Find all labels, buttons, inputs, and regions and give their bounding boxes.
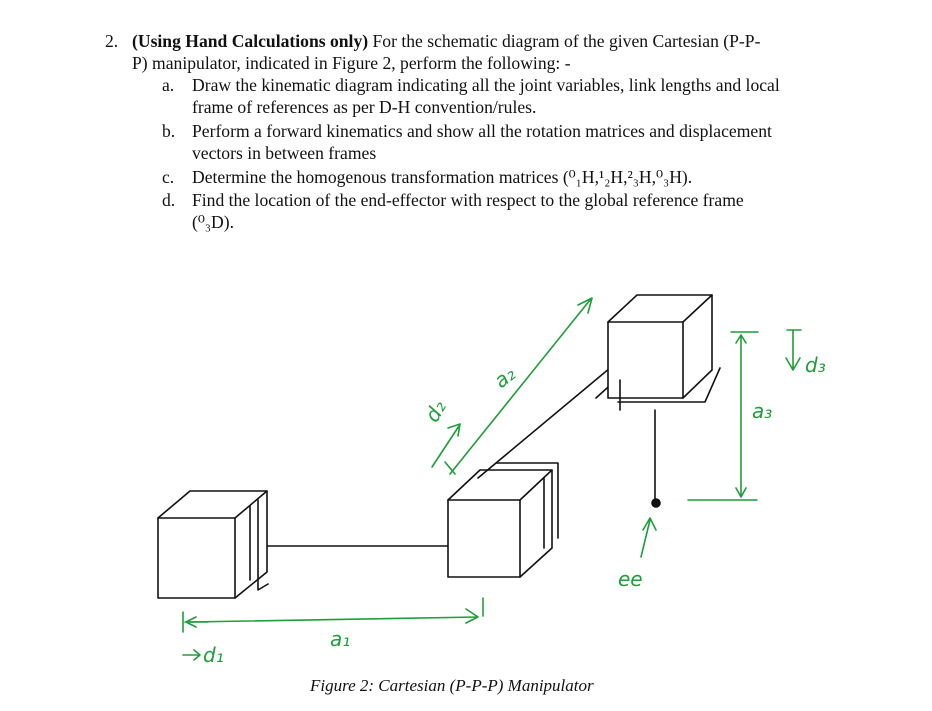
base-cube (157, 490, 269, 599)
label-d1: d₁ (203, 643, 224, 667)
question-intro-line1: For the schematic diagram of the given C… (368, 31, 761, 51)
a1-arrow (189, 608, 479, 624)
sub-c-line1: Determine the homogenous transformation … (192, 167, 693, 187)
label-a2: a₂ (489, 361, 520, 392)
sub-b-line2: vectors in between frames (192, 143, 377, 163)
a3-arrow (735, 334, 747, 498)
label-ee: ee (618, 567, 643, 591)
sub-d-line2: (⁰₃D). (192, 212, 235, 232)
label-a1: a₁ (330, 627, 350, 651)
d1-joint-arrow (182, 649, 201, 661)
middle-cube (447, 462, 559, 578)
ee-arrow (640, 517, 657, 558)
end-effector-point (651, 498, 661, 508)
question-number: 2. (105, 31, 119, 51)
sub-label-d: d. (162, 190, 176, 210)
label-d2: d₂ (420, 396, 451, 426)
top-cube (607, 294, 721, 411)
d3-arrow (785, 329, 802, 371)
a2-arrow (449, 297, 593, 475)
sub-d-line1: Find the location of the end-effector wi… (192, 190, 744, 210)
sub-label-a: a. (162, 75, 175, 95)
question-bold-lead: (Using Hand Calculations only) (132, 31, 369, 51)
d2-arrow (431, 423, 461, 468)
label-d3: d₃ (805, 353, 826, 377)
label-a3: a₃ (752, 399, 772, 423)
question-intro: (Using Hand Calculations only) For the s… (132, 30, 862, 74)
sub-label-b: b. (162, 121, 176, 141)
question-intro-line2: P) manipulator, indicated in Figure 2, p… (132, 53, 571, 73)
sub-label-c: c. (162, 167, 175, 187)
figure-caption: Figure 2: Cartesian (P-P-P) Manipulator (310, 676, 594, 695)
sub-b-line1: Perform a forward kinematics and show al… (192, 121, 772, 141)
sub-a-line2: frame of references as per D-H conventio… (192, 97, 537, 117)
sub-a-line1: Draw the kinematic diagram indicating al… (192, 75, 780, 95)
